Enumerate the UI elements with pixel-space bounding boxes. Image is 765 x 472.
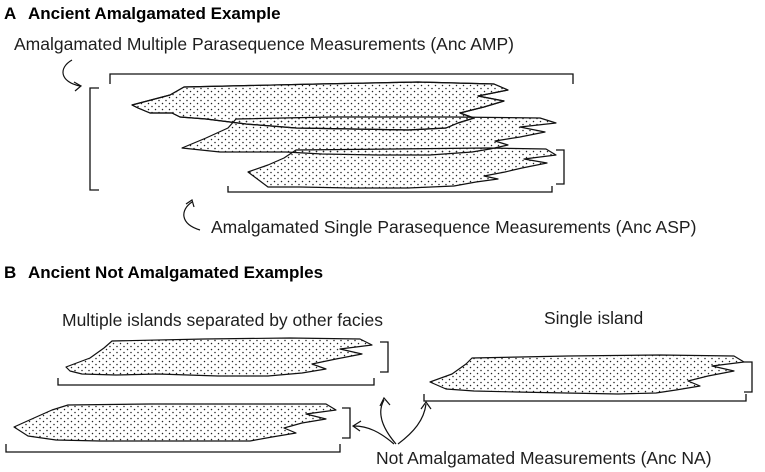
asp-label: Amalgamated Single Parasequence Measurem…	[211, 217, 696, 237]
asp-bottom-bracket	[227, 186, 553, 193]
b3-bottom-bracket	[423, 394, 747, 402]
sand-body-b2	[13, 403, 337, 442]
multiple-islands-label: Multiple islands separated by other faci…	[62, 310, 383, 330]
amp-label: Amalgamated Multiple Parasequence Measur…	[14, 34, 514, 54]
na-arrowhead-right	[420, 400, 432, 410]
sand-body-b1	[65, 337, 373, 377]
amp-arrow	[62, 59, 81, 87]
na-arrow-left	[353, 425, 395, 445]
panel-b-letter: B	[4, 263, 16, 282]
asp-arrow	[183, 201, 201, 231]
na-arrowhead-left	[351, 420, 362, 432]
na-label: Not Amalgamated Measurements (Anc NA)	[376, 448, 712, 468]
panel-a-letter: A	[4, 4, 16, 23]
amp-top-bracket	[109, 73, 574, 84]
b1-right-bracket	[380, 341, 389, 373]
amp-left-bracket	[89, 87, 99, 191]
na-arrow-right	[397, 403, 427, 445]
single-island-label: Single island	[544, 308, 643, 328]
asp-right-bracket	[556, 149, 565, 185]
na-arrowhead-up	[379, 396, 391, 407]
sand-body-b3	[429, 354, 745, 395]
panel-a-title: Ancient Amalgamated Example	[28, 4, 281, 23]
asp-arrowhead	[185, 199, 195, 208]
b1-bottom-bracket	[57, 378, 375, 386]
amp-arrowhead	[73, 81, 83, 92]
b3-right-bracket	[744, 361, 753, 393]
sand-body-a3	[247, 147, 557, 189]
panel-b-title: Ancient Not Amalgamated Examples	[28, 263, 323, 282]
na-arrow-up	[380, 399, 397, 445]
b2-right-bracket	[342, 407, 351, 439]
b2-bottom-bracket	[5, 444, 341, 453]
